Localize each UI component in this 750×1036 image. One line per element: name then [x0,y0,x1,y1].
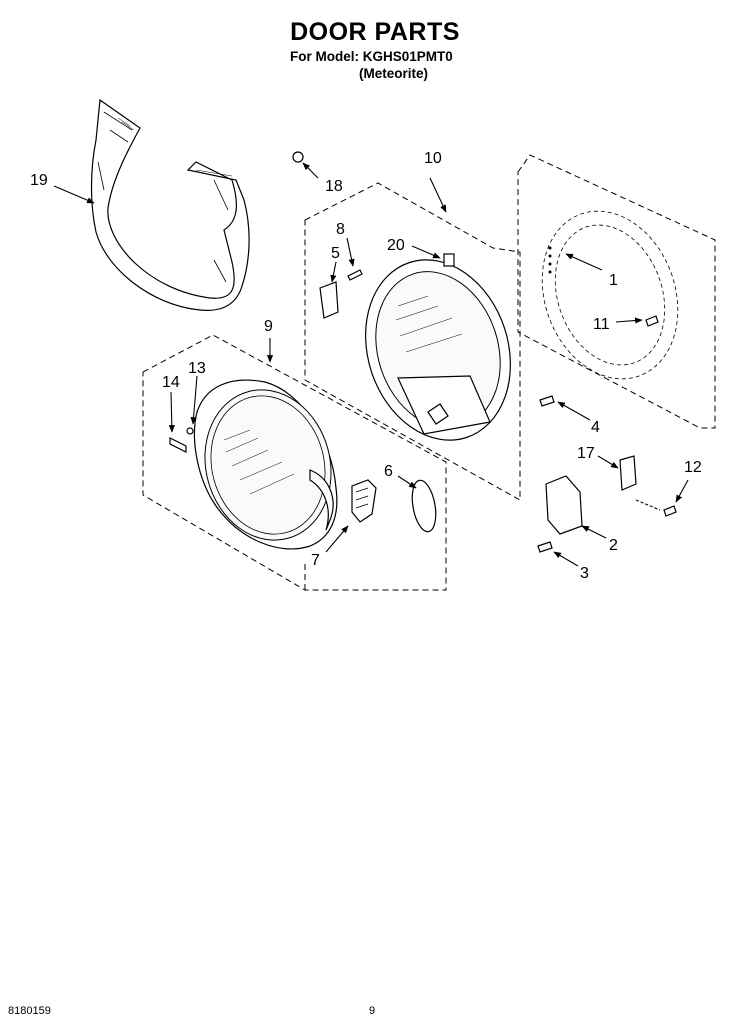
part-9-outer-door-group [142,334,447,591]
part-18-bumper-screw [292,151,304,163]
model-line: For Model: KGHS01PMT0 [290,49,453,64]
part-1-cabinet-panel [517,154,716,429]
part-12-screw [663,505,677,517]
callout-6: 6 [384,463,393,480]
callout-4: 4 [591,419,600,436]
part-13-screw [186,427,194,435]
callout-19: 19 [30,172,48,189]
callout-11: 11 [593,316,610,333]
part-3-screw [537,541,553,553]
part-7-door-handle [351,479,377,523]
callout-5: 5 [331,245,340,262]
callout-12: 12 [684,459,702,476]
callout-3: 3 [580,565,589,582]
page-title: DOOR PARTS [290,18,460,46]
callout-2: 2 [609,537,618,554]
part-14-hinge-cover [169,437,187,453]
part-9-outer-door [193,379,338,550]
part-4-screw [539,395,555,407]
part-17-strike [619,455,637,491]
model-variant: (Meteorite) [359,66,429,81]
part-6-lens [411,479,437,533]
callout-13: 13 [188,360,206,377]
part-20-bumper [443,253,455,267]
callout-labels: 19 18 10 8 5 20 1 11 9 13 14 4 17 12 6 7… [30,150,702,582]
callout-20: 20 [387,237,405,254]
part-10-inner-door-group [304,182,521,501]
callout-17: 17 [577,445,595,462]
part-2-latch [545,475,583,535]
callout-8: 8 [336,221,345,238]
callout-18: 18 [325,178,343,195]
callout-7: 7 [311,552,320,569]
callout-9: 9 [264,318,273,335]
page-number: 9 [369,1005,376,1017]
leader-lines [53,162,689,567]
part-10-inner-door [365,259,511,441]
callout-10: 10 [424,150,442,167]
callout-14: 14 [162,374,180,391]
part-8-screw [347,269,363,281]
part-19-door-trim [90,98,250,311]
part-5-hinge-bracket [319,281,339,319]
document-number: 8180159 [8,1005,51,1017]
part-11-screw [645,315,659,327]
callout-1: 1 [609,272,618,289]
